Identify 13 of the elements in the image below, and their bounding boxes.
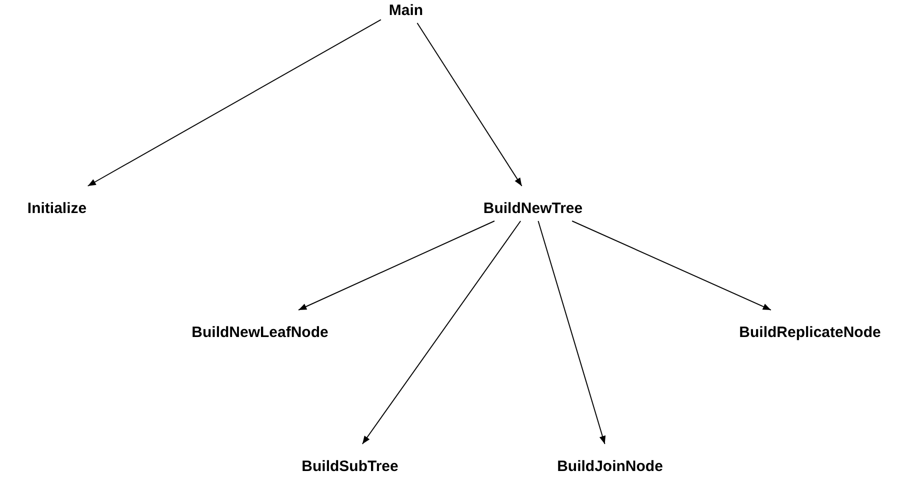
arrow (416, 22, 522, 186)
function-name: Main (380, 0, 432, 23)
function-name: BuildJoinNode (549, 444, 671, 477)
arrow (362, 220, 522, 444)
function-name: BuildNewLeafNode (184, 310, 336, 345)
arrow (538, 220, 606, 444)
function-name: BuildNewTree (475, 186, 591, 221)
arrow (572, 220, 772, 310)
function-name: Initialize (19, 186, 95, 221)
arrow (87, 19, 382, 186)
function-name: BuildReplicateNode (731, 310, 889, 345)
function-name: BuildSubTree (294, 444, 406, 477)
arrow (298, 220, 495, 310)
